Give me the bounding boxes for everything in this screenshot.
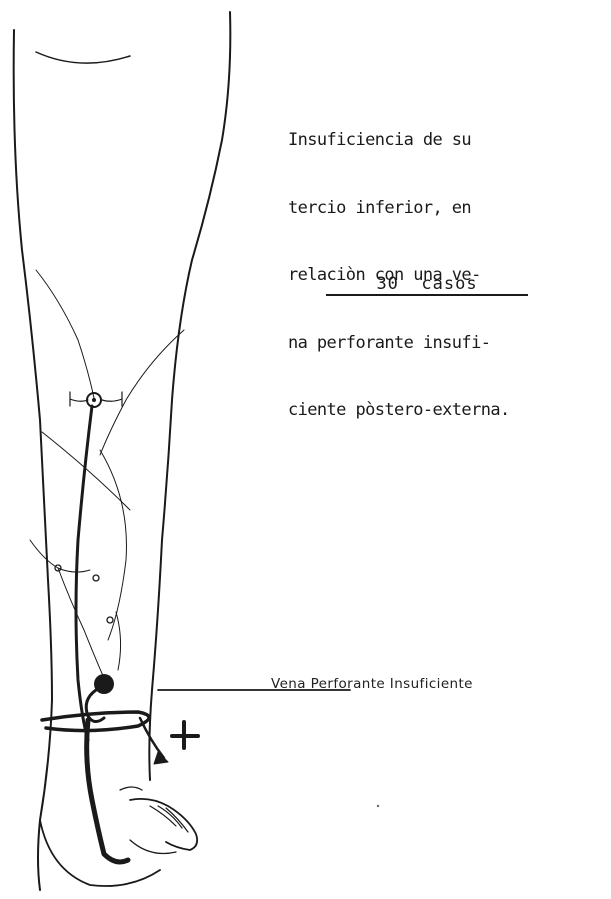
leg-outline-right bbox=[149, 12, 230, 780]
vein-point-3 bbox=[107, 617, 113, 623]
thigh-curve bbox=[36, 52, 130, 63]
description-line: na perforante insufi- bbox=[288, 332, 510, 355]
callout-label: Vena Perforante Insuficiente bbox=[271, 676, 473, 692]
paper-speck bbox=[377, 805, 379, 807]
toe-lines bbox=[150, 806, 188, 832]
description-line: Insuficiencia de su bbox=[288, 129, 510, 152]
leg-outline-left bbox=[14, 30, 52, 890]
description-line: ciente pòstero-externa. bbox=[288, 399, 510, 422]
knee-line-right bbox=[100, 330, 184, 455]
case-count: 30 casos bbox=[326, 274, 528, 296]
description-line: tercio inferior, en bbox=[288, 197, 510, 220]
saphenous-vein bbox=[76, 406, 92, 740]
varicose-vein bbox=[87, 720, 128, 862]
foot-outline bbox=[130, 799, 197, 850]
knee-crease-right bbox=[102, 392, 122, 406]
calf-vein-branch-4 bbox=[116, 612, 121, 670]
knee-line-left bbox=[36, 270, 94, 398]
plus-mark bbox=[172, 722, 198, 748]
junction-dot bbox=[92, 398, 96, 402]
calf-vein-branch-1 bbox=[100, 450, 126, 640]
flow-arrow bbox=[140, 718, 164, 758]
vein-point-2 bbox=[93, 575, 99, 581]
knee-crease-left bbox=[70, 392, 88, 406]
description-text: Insuficiencia de su tercio inferior, en … bbox=[288, 84, 510, 444]
ankle-contour bbox=[120, 787, 142, 790]
foot-sole bbox=[130, 840, 176, 854]
calf-vein-branch-2 bbox=[30, 540, 90, 572]
calf-vein-branch-3 bbox=[58, 568, 104, 678]
perforator-loop bbox=[86, 690, 104, 722]
